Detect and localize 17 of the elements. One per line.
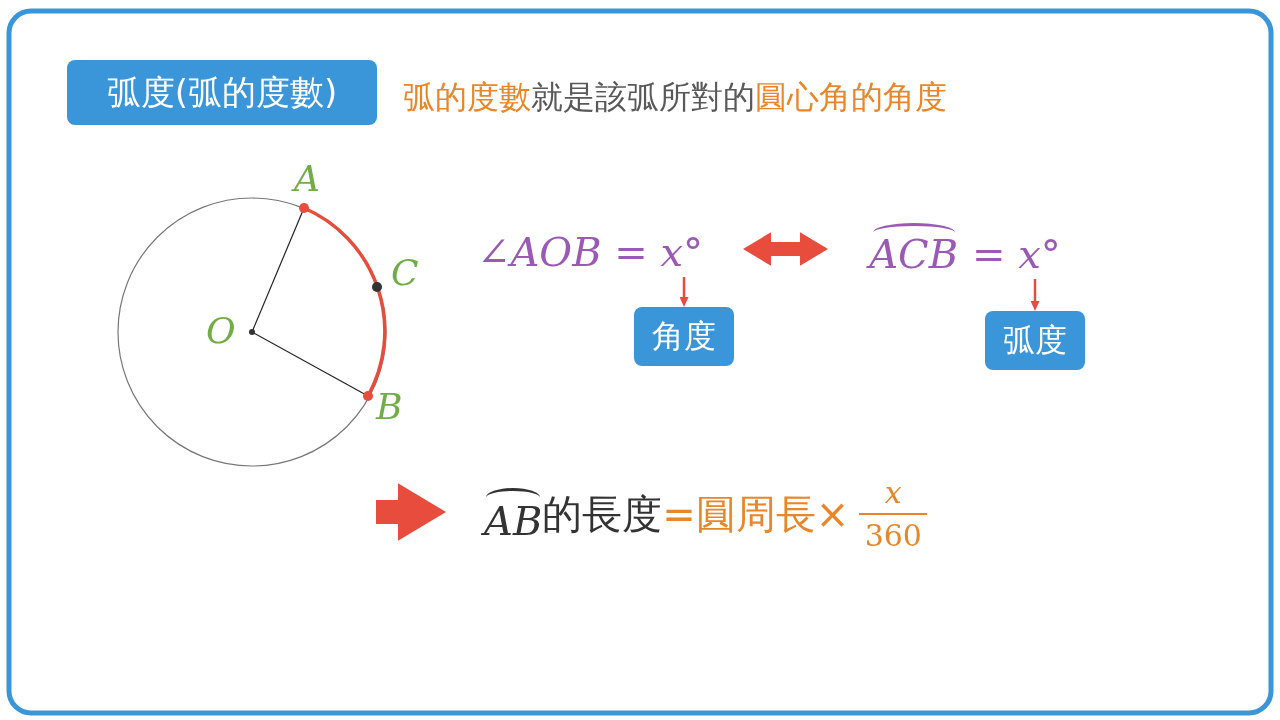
point-label: B	[376, 386, 403, 427]
arrow	[1030, 279, 1040, 311]
formula-text: 的長度	[542, 489, 663, 539]
point-label: C	[391, 252, 419, 293]
math-expression: = x°	[972, 231, 1061, 277]
label-box: 角度	[634, 307, 734, 366]
arrow	[679, 277, 689, 307]
point-label: O	[206, 310, 236, 351]
label-box: 弧度	[985, 311, 1085, 370]
arrow	[376, 483, 446, 541]
formula-text: =圓周長×	[662, 489, 850, 539]
title-box: 弧度(弧的度數)	[67, 60, 377, 125]
fraction-denominator: 360	[864, 518, 922, 553]
description-text: 弧的度數就是該弧所對的圓心角的角度	[403, 77, 947, 118]
math-expression: ∠AOB = x°	[476, 229, 704, 275]
double-arrow	[743, 232, 828, 266]
fraction-numerator: x	[884, 475, 902, 510]
